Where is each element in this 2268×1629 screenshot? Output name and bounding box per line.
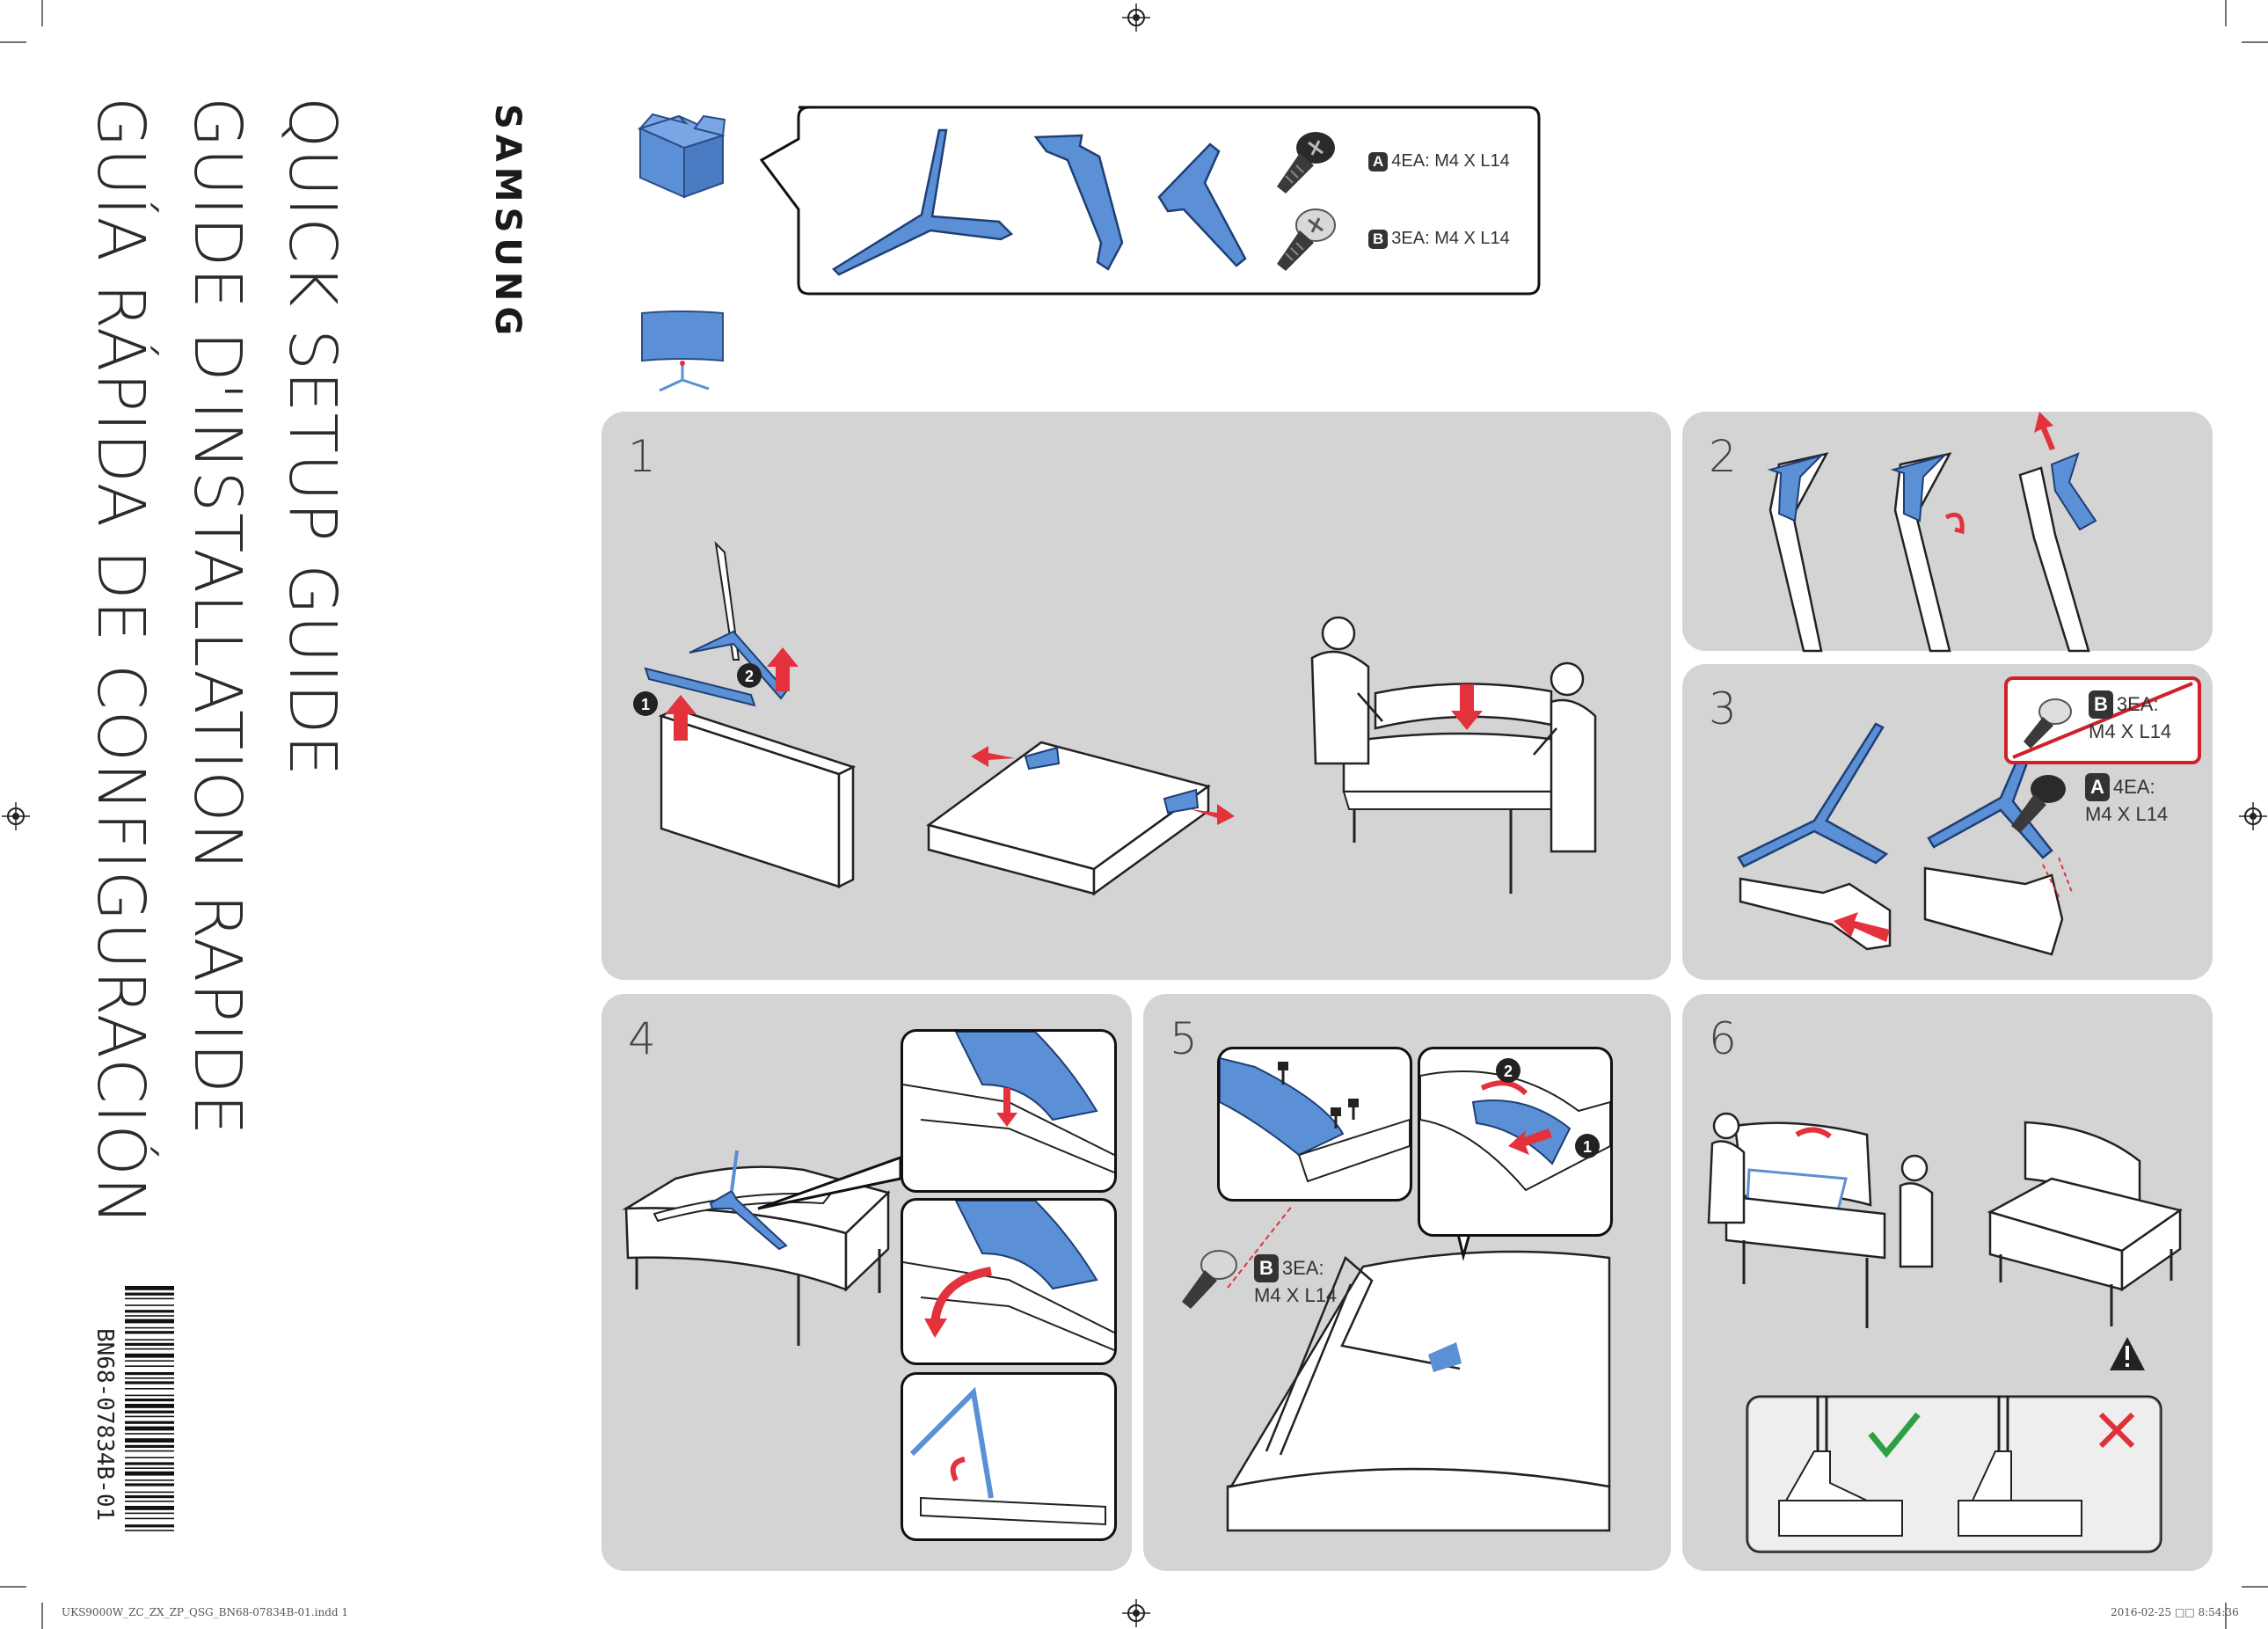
step-3-screw-a-badge: A xyxy=(2085,773,2110,801)
screw-a-badge: A xyxy=(1368,152,1389,172)
screw-b-spec: 3EA: M4 X L14 xyxy=(1391,229,1510,248)
screw-b-badge: B xyxy=(1368,230,1389,249)
step-6-panel: 6 xyxy=(1682,994,2213,1571)
registration-mark-top xyxy=(1122,4,1150,32)
part-code: BN68-07834B-01 xyxy=(91,1328,118,1522)
footer-file-info: UKS9000W_ZC_ZX_ZP_QSG_BN68-07834B-01.ind… xyxy=(62,1606,349,1618)
screw-b-icon xyxy=(1277,208,1336,271)
step-5-detail-lock-drawing: 1 2 xyxy=(1420,1058,1610,1192)
step-5-screw-b-badge: B xyxy=(1254,1254,1279,1282)
stand-column-part-icon xyxy=(1033,134,1124,271)
step-4-detail-3 xyxy=(901,1372,1117,1541)
brand-logo: SAMSUNG xyxy=(487,104,528,341)
step-3-screw-a-icon xyxy=(2011,775,2066,833)
step-2-illustration xyxy=(1767,412,2097,653)
step-5-screw-b-spec: M4 X L14 xyxy=(1254,1284,1338,1306)
step-3-screw-a-spec: M4 X L14 xyxy=(2085,803,2169,825)
step-1-illustration: 1 2 xyxy=(633,541,1597,896)
step-5-detail-screws xyxy=(1217,1047,1412,1202)
step-3-screw-b-qty: 3EA: xyxy=(2116,693,2159,715)
stand-neck-part-icon xyxy=(1157,142,1247,267)
step-2-panel: 2 xyxy=(1682,412,2213,653)
parts-callout-frame xyxy=(759,106,1541,296)
registration-mark-left xyxy=(2,802,30,830)
registration-mark-right xyxy=(2239,802,2267,830)
title-french: GUIDE D'INSTALLATION RAPIDE xyxy=(179,97,255,1136)
step-5-screw-b-icon xyxy=(1182,1250,1237,1309)
step-1-marker-1: 1 xyxy=(641,696,650,713)
step-1-panel: 1 1 2 xyxy=(602,412,1671,980)
step-5-marker-1: 1 xyxy=(1583,1138,1592,1156)
step-4-detail-1 xyxy=(901,1029,1117,1193)
step-3-screw-a-qty: 4EA: xyxy=(2112,776,2155,798)
step-4-detail-1-drawing xyxy=(903,1032,1114,1173)
step-3-screw-b-spec: M4 X L14 xyxy=(2089,720,2172,742)
step-5-marker-2: 2 xyxy=(1504,1063,1513,1080)
step-6-illustration xyxy=(1707,1112,2183,1553)
step-4-panel: 4 xyxy=(602,994,1132,1571)
step-3-number: 3 xyxy=(1709,683,1737,734)
step-5-detail-lock: 1 2 xyxy=(1418,1047,1613,1237)
step-1-marker-2: 2 xyxy=(745,668,754,685)
step-2-number: 2 xyxy=(1709,431,1737,482)
box-icon xyxy=(637,113,726,199)
footer-timestamp: 2016-02-25 □□ 8:54:36 xyxy=(2111,1606,2239,1618)
step-3-no-screw-b-frame xyxy=(2004,676,2201,764)
tv-icon xyxy=(641,310,724,392)
barcode xyxy=(125,1286,174,1531)
step-6-number: 6 xyxy=(1709,1013,1737,1064)
step-4-detail-2 xyxy=(901,1198,1117,1365)
stand-base-part-icon xyxy=(832,128,1014,276)
step-4-detail-2-drawing xyxy=(903,1201,1114,1351)
title-english: QUICK SETUP GUIDE xyxy=(274,97,350,778)
registration-mark-bottom xyxy=(1122,1599,1150,1627)
screw-a-spec: 4EA: M4 X L14 xyxy=(1391,151,1510,171)
step-5-screw-b-qty: 3EA: xyxy=(1281,1257,1324,1279)
screw-a-icon xyxy=(1277,132,1335,194)
step-5-number: 5 xyxy=(1170,1013,1198,1064)
step-3-screw-b-badge: B xyxy=(2089,690,2113,719)
step-5-illustration xyxy=(1226,1203,1611,1532)
step-4-number: 4 xyxy=(628,1013,656,1064)
title-spanish: GUÍA RÁPIDA DE CONFIGURACIÓN xyxy=(83,97,158,1227)
step-4-detail-3-drawing xyxy=(909,1386,1106,1526)
step-5-detail-screws-drawing xyxy=(1220,1056,1410,1183)
step-1-number: 1 xyxy=(628,431,656,482)
